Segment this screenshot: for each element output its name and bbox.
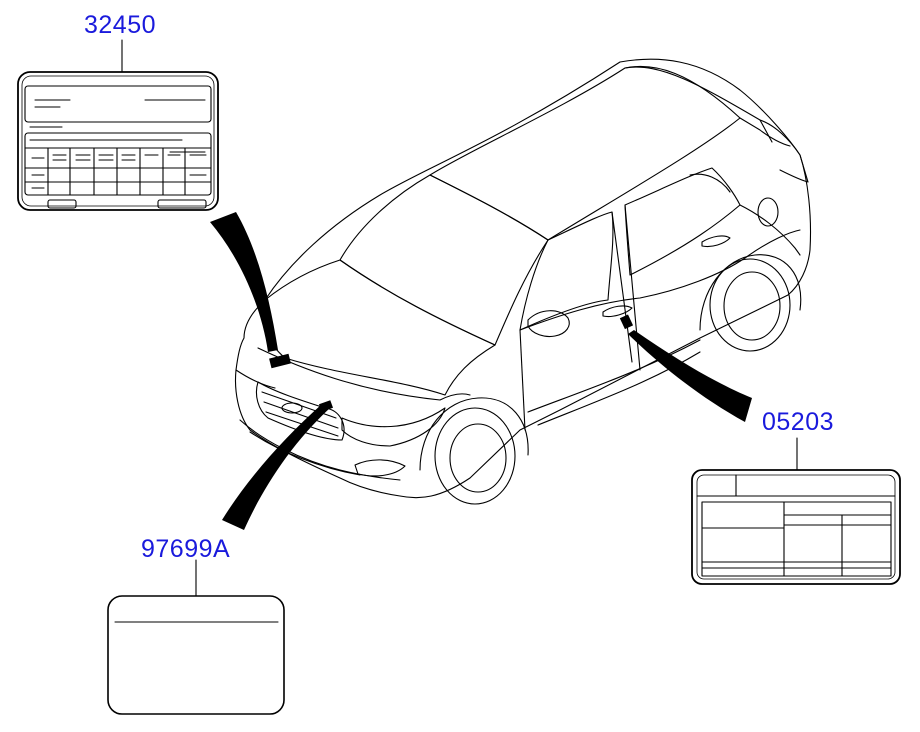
label-32450-group <box>17 39 219 211</box>
vehicle-front-wheel <box>419 397 529 505</box>
part-number-32450: 32450 <box>84 11 157 39</box>
vehicle-side-mirror <box>527 310 570 338</box>
pointer-97699A <box>222 404 330 530</box>
label-32450 <box>17 71 219 211</box>
part-number-97699A: 97699A <box>141 535 231 563</box>
label-05203-group <box>691 437 901 585</box>
vehicle-rear-door-handle <box>701 235 731 248</box>
vehicle-front-door-handle <box>602 305 633 318</box>
vehicle-rear-side-window <box>624 167 741 276</box>
pointer-05203 <box>628 330 752 422</box>
vehicle-grille <box>255 381 345 441</box>
vehicle-body-outline <box>235 58 812 499</box>
vehicle-fog-light <box>354 459 406 477</box>
vehicle-emblem <box>281 402 303 414</box>
vehicle-rear-wheel <box>699 254 802 352</box>
label-marker-door <box>619 314 634 330</box>
vehicle-front-side-window <box>519 211 614 331</box>
label-97699A-group <box>107 559 285 715</box>
label-97699A <box>107 595 285 715</box>
label-05203 <box>691 469 901 585</box>
label-marker-hood <box>269 353 291 369</box>
vehicle-roof <box>429 65 741 241</box>
part-number-05203: 05203 <box>762 408 835 436</box>
vehicle-fuel-door <box>757 197 779 227</box>
vehicle-hood <box>263 259 496 396</box>
label-marker-front <box>318 400 334 412</box>
vehicle-illustration <box>235 58 812 505</box>
pointer-32450 <box>210 212 278 352</box>
vehicle-headlight <box>341 407 446 447</box>
